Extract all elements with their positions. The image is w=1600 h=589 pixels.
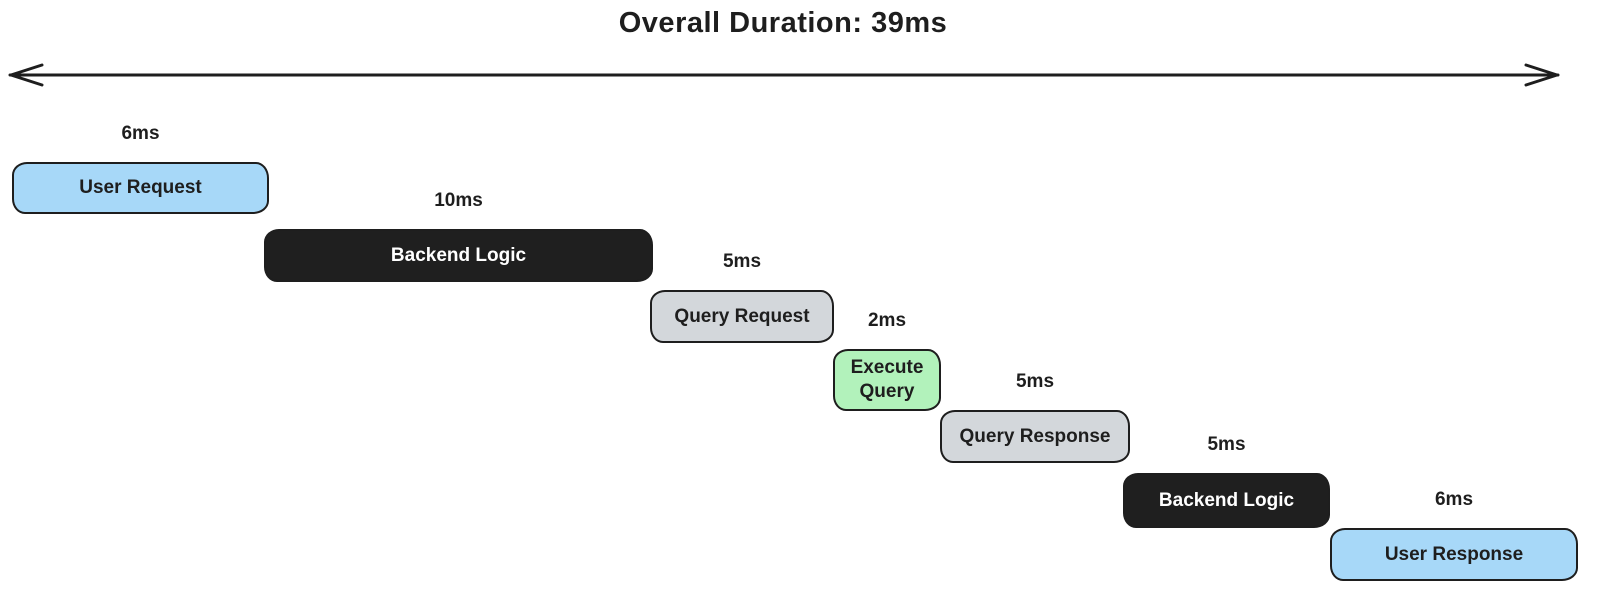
step-duration-query-request: 5ms [722,251,762,272]
arrowhead-right-icon [1524,63,1559,87]
step-box-backend-logic: Backend Logic [264,229,653,282]
step-label: User Request [79,177,202,199]
step-label: User Response [1384,543,1524,565]
step-label: Execute Query [850,357,924,402]
step-label: Backend Logic [1158,489,1295,511]
step-box-query-response: Query Response [940,410,1130,463]
step-box-query-request: Query Request [650,290,834,343]
step-box-user-request: User Request [12,162,269,214]
step-label: Backend Logic [390,244,527,266]
overall-duration-arrow [8,63,1560,87]
arrowhead-left-icon [9,63,44,87]
step-box-backend-logic: Backend Logic [1123,473,1330,528]
step-duration-user-request: 6ms [121,123,160,144]
step-duration-user-response: 6ms [1434,489,1474,510]
diagram-title: Overall Duration: 39ms [618,7,948,39]
step-box-execute-query: Execute Query [833,349,941,411]
step-duration-backend-logic: 10ms [434,190,483,211]
step-box-user-response: User Response [1330,528,1578,581]
step-duration-backend-logic: 5ms [1207,434,1246,455]
step-label: Query Request [674,305,810,327]
step-duration-execute-query: 2ms [867,310,907,331]
step-label: Query Response [959,425,1111,447]
step-duration-query-response: 5ms [1015,371,1055,392]
